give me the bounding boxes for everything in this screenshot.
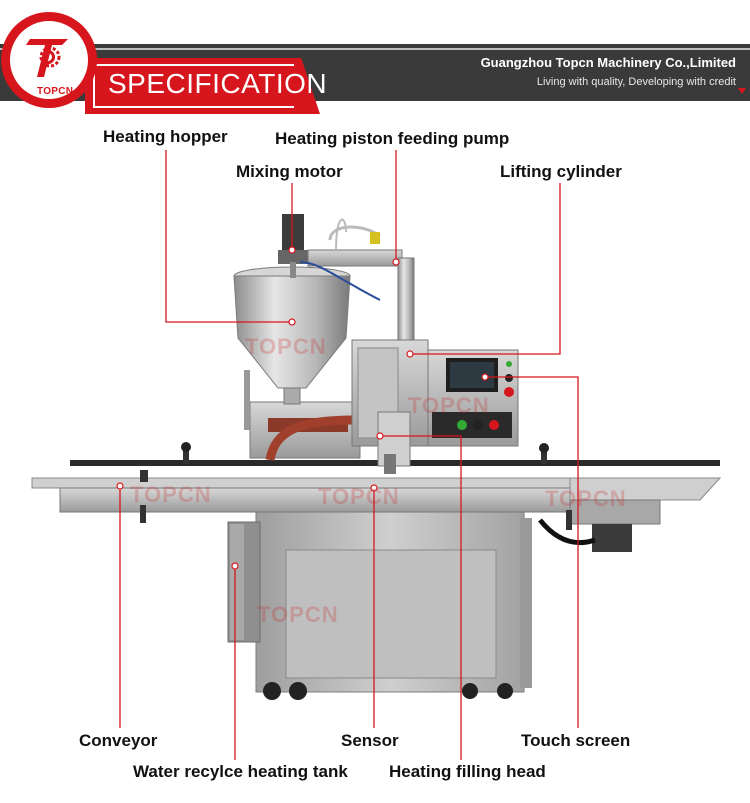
watermark: TOPCN xyxy=(408,393,490,418)
company-slogan: Living with quality, Developing with cre… xyxy=(536,76,736,88)
leader-lines xyxy=(119,150,579,760)
leader-dots xyxy=(116,246,489,570)
water-tank xyxy=(227,521,261,643)
logo-mark-icon xyxy=(26,39,68,77)
leader-filling-head xyxy=(380,435,462,760)
watermark: TOPCN xyxy=(130,482,212,507)
machine-wheels xyxy=(263,682,513,700)
specification-tab xyxy=(85,58,320,114)
company-block: Guangzhou Topcn Machinery Co.,Limited Li… xyxy=(481,55,736,88)
mixing-motor xyxy=(278,214,308,278)
logo-ring xyxy=(10,21,88,99)
company-name: Guangzhou Topcn Machinery Co.,Limited xyxy=(480,55,736,70)
watermark: TOPCN xyxy=(545,486,627,511)
top-unit-base xyxy=(249,401,361,461)
label-sensor: Sensor xyxy=(341,731,399,750)
page-title: SPECIFICATION xyxy=(108,68,328,99)
control-panel xyxy=(427,349,519,447)
filling-head-box xyxy=(351,339,429,474)
specification-tab-border xyxy=(93,64,294,108)
watermark: TOPCN xyxy=(257,602,339,627)
logo-text: TOPCN xyxy=(37,86,74,97)
topcn-logo: TOPCN xyxy=(1,12,97,108)
conveyor-belt xyxy=(31,442,722,552)
leader-heating-hopper xyxy=(165,150,292,323)
label-heating-hopper: Heating hopper xyxy=(103,127,228,146)
label-filling-head: Heating filling head xyxy=(389,762,546,781)
label-conveyor: Conveyor xyxy=(79,731,158,750)
piston-pump xyxy=(299,218,415,349)
watermark: TOPCN xyxy=(245,334,327,359)
header-stripe xyxy=(0,48,750,50)
label-water-tank: Water recylce heating tank xyxy=(133,762,348,781)
label-heating-piston-pump: Heating piston feeding pump xyxy=(275,129,510,148)
watermark: TOPCN xyxy=(318,484,400,509)
leader-lifting-cylinder xyxy=(410,183,561,355)
label-touch-screen: Touch screen xyxy=(521,731,631,750)
label-lifting-cylinder: Lifting cylinder xyxy=(500,162,622,181)
leader-touch-screen xyxy=(485,376,579,728)
label-mixing-motor: Mixing motor xyxy=(236,162,343,181)
header-arrow-icon xyxy=(738,88,746,94)
